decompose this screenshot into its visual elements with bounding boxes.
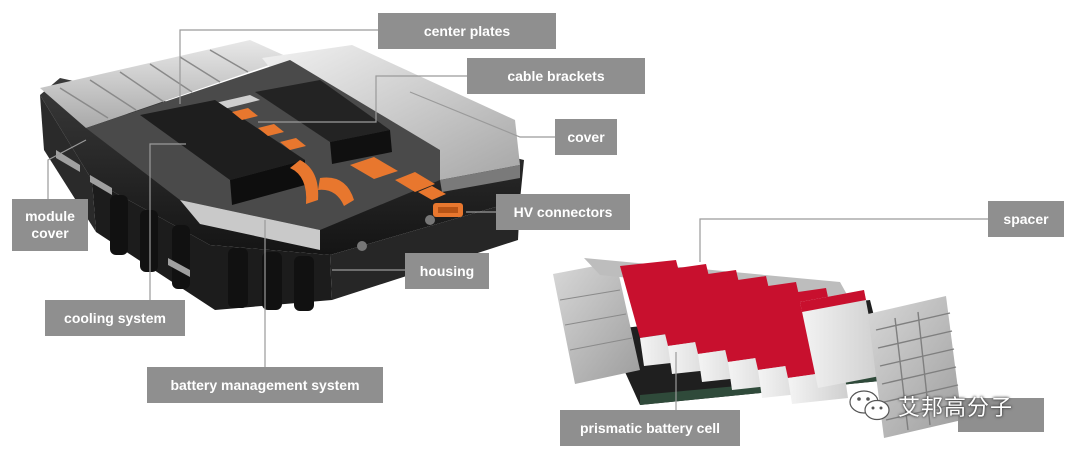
label-spacer: spacer xyxy=(988,201,1064,237)
label-cable-brackets: cable brackets xyxy=(467,58,645,94)
battery-pack-illustration xyxy=(40,40,524,311)
housing-ribs xyxy=(110,195,314,311)
module-cover-block xyxy=(140,100,305,180)
label-module-cover: module cover xyxy=(12,199,88,251)
module-stack xyxy=(180,200,320,250)
label-hv-connectors: HV connectors xyxy=(496,194,630,230)
label-cover: cover xyxy=(555,119,617,155)
right-end-plate-grid xyxy=(875,311,961,431)
mounting-bracket xyxy=(168,258,190,277)
cover-ribs xyxy=(59,49,249,119)
watermark: 艾邦高分子 xyxy=(848,386,1013,426)
label-battery-management-system: battery management system xyxy=(147,367,383,403)
left-ribbed-cover xyxy=(40,40,290,128)
label-center-plates: center plates xyxy=(378,13,556,49)
battery-cells xyxy=(620,260,880,404)
left-end-plate-ribs xyxy=(559,289,633,351)
orange-cabling xyxy=(232,108,446,206)
leader-lines xyxy=(47,29,988,412)
top-cover xyxy=(262,45,520,180)
hv-connector xyxy=(433,203,463,217)
top-cover-edge xyxy=(440,165,520,192)
watermark-text: 艾邦高分子 xyxy=(898,396,1014,421)
left-end-plate xyxy=(553,262,640,384)
housing-right xyxy=(330,200,520,300)
label-housing: housing xyxy=(405,253,489,289)
module-cover-block-2 xyxy=(255,80,390,142)
mounting-bracket xyxy=(56,150,80,172)
cell-module-illustration xyxy=(553,258,962,438)
right-end-plate xyxy=(868,296,962,438)
label-prismatic-battery-cell: prismatic battery cell xyxy=(560,410,740,446)
label-background-box xyxy=(958,398,1044,432)
module-cover-block-2-side xyxy=(330,130,392,164)
mounting-bracket xyxy=(90,175,112,195)
module-cover-block-side xyxy=(230,160,305,205)
label-cooling-system: cooling system xyxy=(45,300,185,336)
wechat-icon xyxy=(849,390,890,421)
